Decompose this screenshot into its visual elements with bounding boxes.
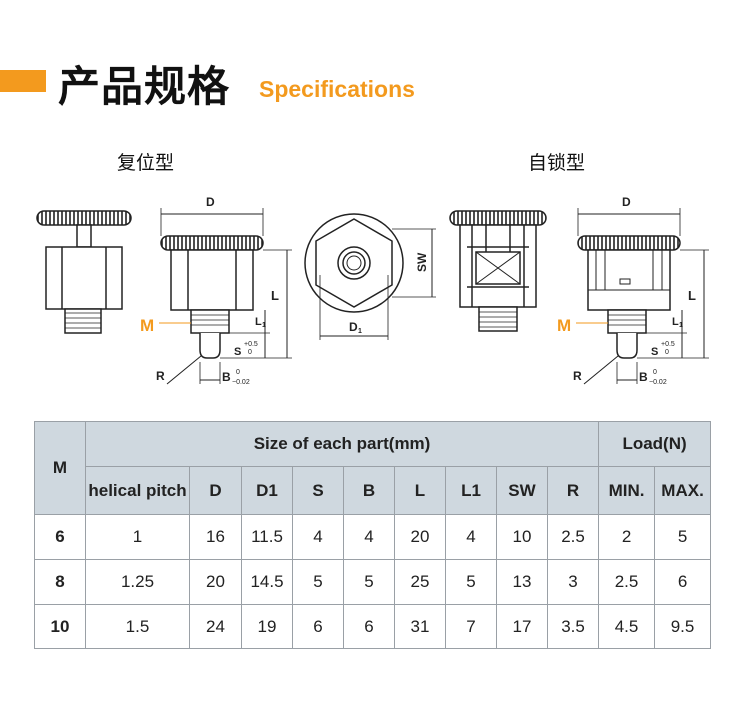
cell-l: 20 bbox=[394, 514, 446, 560]
self-locking-dimensioned-view bbox=[576, 208, 709, 385]
label-sw: SW bbox=[415, 252, 429, 272]
label-b-tol-lower-left: −0.02 bbox=[232, 379, 250, 386]
label-l-right: L bbox=[688, 288, 696, 303]
cell-min: 4.5 bbox=[598, 604, 656, 649]
cell-m: 6 bbox=[34, 514, 86, 560]
cell-r: 3.5 bbox=[546, 604, 600, 649]
cell-s: 4 bbox=[292, 514, 344, 560]
header-helical-pitch: helical pitch bbox=[85, 466, 190, 515]
cell-helical-pitch: 1.5 bbox=[85, 604, 190, 649]
label-l1-left: L bbox=[255, 316, 262, 328]
cell-b: 5 bbox=[343, 559, 395, 605]
cell-max: 9.5 bbox=[654, 604, 712, 649]
cell-r: 2.5 bbox=[546, 514, 600, 560]
header-l1: L1 bbox=[445, 466, 497, 515]
label-m-right: M bbox=[557, 316, 571, 335]
accent-bar bbox=[0, 70, 46, 92]
cell-helical-pitch: 1.25 bbox=[85, 559, 190, 605]
label-b-tol-lower-right: −0.02 bbox=[649, 379, 667, 386]
table-row: 6 1 16 11.5 4 4 20 4 10 2.5 2 5 bbox=[34, 514, 712, 560]
header-s: S bbox=[292, 466, 344, 515]
label-l1-right: L bbox=[672, 316, 679, 328]
cell-m: 8 bbox=[34, 559, 86, 605]
header-load-group: Load(N) bbox=[598, 421, 712, 467]
label-l1-sub-left: 1 bbox=[262, 322, 266, 329]
label-s-tol-lower-right: 0 bbox=[665, 349, 669, 356]
label-d1: D bbox=[349, 320, 358, 334]
label-l-left: L bbox=[271, 288, 279, 303]
reset-type-dimensioned-view bbox=[159, 208, 292, 385]
cell-sw: 17 bbox=[496, 604, 548, 649]
cell-max: 5 bbox=[654, 514, 712, 560]
reset-type-side-view bbox=[36, 210, 132, 334]
label-d-left: D bbox=[206, 195, 215, 209]
table-row: 8 1.25 20 14.5 5 5 25 5 13 3 2.5 6 bbox=[34, 559, 712, 605]
label-r-left: R bbox=[156, 369, 165, 383]
label-l1-sub-right: 1 bbox=[679, 322, 683, 329]
header-r: R bbox=[546, 466, 600, 515]
header-m: M bbox=[34, 421, 86, 515]
type-label-reset: 复位型 bbox=[117, 152, 175, 174]
label-m-left: M bbox=[140, 316, 154, 335]
label-d1-sub: 1 bbox=[358, 328, 362, 335]
type-label-self-locking: 自锁型 bbox=[528, 152, 586, 174]
label-s-right: S bbox=[651, 346, 658, 358]
cell-d1: 14.5 bbox=[241, 559, 293, 605]
cell-b: 6 bbox=[343, 604, 395, 649]
cell-m: 10 bbox=[34, 604, 86, 649]
label-b-tol-upper-right: 0 bbox=[653, 369, 657, 376]
cell-helical-pitch: 1 bbox=[85, 514, 190, 560]
page-title-english: Specifications bbox=[259, 76, 415, 102]
cell-r: 3 bbox=[546, 559, 600, 605]
spec-table: M Size of each part(mm) Load(N) helical … bbox=[34, 421, 712, 649]
header-l: L bbox=[394, 466, 446, 515]
cell-l: 25 bbox=[394, 559, 446, 605]
cell-s: 5 bbox=[292, 559, 344, 605]
cell-s: 6 bbox=[292, 604, 344, 649]
cell-l: 31 bbox=[394, 604, 446, 649]
cell-max: 6 bbox=[654, 559, 712, 605]
header-b: B bbox=[343, 466, 395, 515]
label-s-tol-upper-right: +0.5 bbox=[661, 341, 675, 348]
cell-sw: 10 bbox=[496, 514, 548, 560]
label-s-tol-upper-left: +0.5 bbox=[244, 341, 258, 348]
cell-sw: 13 bbox=[496, 559, 548, 605]
top-view bbox=[304, 213, 436, 340]
cell-d: 24 bbox=[189, 604, 242, 649]
label-b-tol-upper-left: 0 bbox=[236, 369, 240, 376]
cell-l1: 7 bbox=[445, 604, 497, 649]
table-row: 10 1.5 24 19 6 6 31 7 17 3.5 4.5 9.5 bbox=[34, 604, 712, 649]
technical-drawing: D L L 1 M S +0.5 0 R B 0 −0.02 SW D 1 bbox=[36, 195, 709, 386]
self-locking-section-view bbox=[449, 210, 547, 332]
cell-b: 4 bbox=[343, 514, 395, 560]
header-min: MIN. bbox=[598, 466, 656, 515]
cell-d1: 11.5 bbox=[241, 514, 293, 560]
header-max: MAX. bbox=[654, 466, 712, 515]
cell-min: 2 bbox=[598, 514, 656, 560]
header-sw: SW bbox=[496, 466, 548, 515]
label-b-left: B bbox=[222, 370, 231, 384]
cell-l1: 4 bbox=[445, 514, 497, 560]
header-d: D bbox=[189, 466, 242, 515]
cell-min: 2.5 bbox=[598, 559, 656, 605]
cell-l1: 5 bbox=[445, 559, 497, 605]
header-d1: D1 bbox=[241, 466, 293, 515]
label-s-tol-lower-left: 0 bbox=[248, 349, 252, 356]
cell-d1: 19 bbox=[241, 604, 293, 649]
label-r-right: R bbox=[573, 369, 582, 383]
label-d-right: D bbox=[622, 195, 631, 209]
label-s-left: S bbox=[234, 346, 241, 358]
page-title-chinese: 产品规格 bbox=[58, 62, 231, 111]
cell-d: 16 bbox=[189, 514, 242, 560]
header-size-group: Size of each part(mm) bbox=[84, 421, 600, 467]
label-b-right: B bbox=[639, 370, 648, 384]
cell-d: 20 bbox=[189, 559, 242, 605]
